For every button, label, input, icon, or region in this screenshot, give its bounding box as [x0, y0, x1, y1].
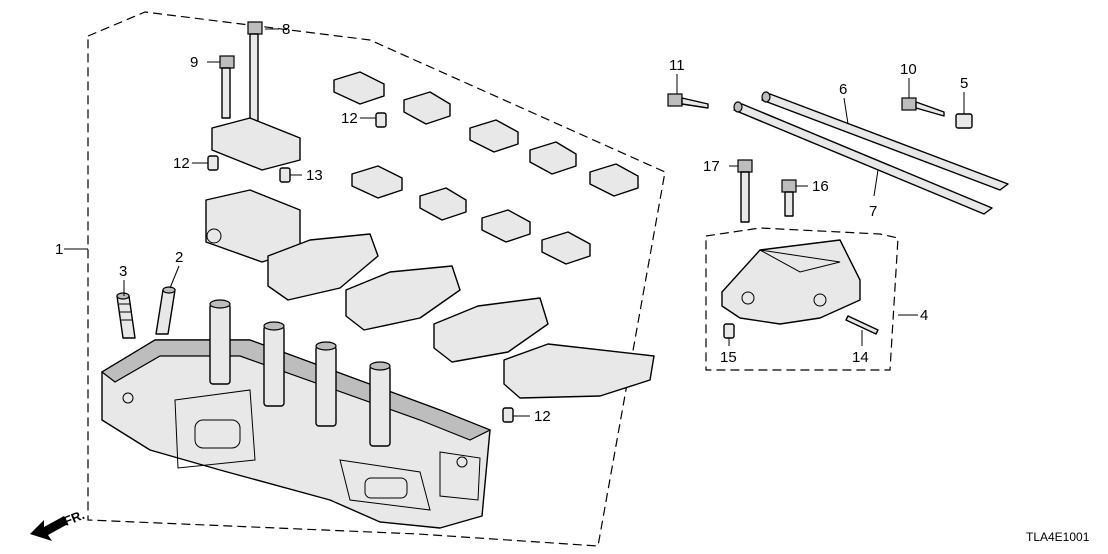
callouts: 8 9 1 3 2 12 12 13 12 11 10 5 6 7 17 16 … — [55, 21, 968, 425]
callout-2: 2 — [175, 249, 183, 266]
callout-14: 14 — [852, 349, 869, 366]
callout-4: 4 — [920, 307, 928, 324]
assembly-boundary-4 — [705, 227, 899, 371]
callout-13: 13 — [306, 167, 323, 184]
stud-3 — [116, 292, 136, 339]
fitting-5 — [955, 113, 973, 129]
bolt-10 — [901, 97, 945, 117]
rocker-shaft-7 — [733, 101, 993, 215]
bolt-8 — [247, 21, 263, 131]
rocker-arm-assemblies — [267, 233, 655, 399]
callout-9: 9 — [190, 54, 198, 71]
fr-label: FR. — [62, 507, 87, 529]
leader-lines — [64, 28, 965, 417]
pin-2 — [155, 286, 176, 335]
bolt-9 — [219, 55, 235, 119]
rocker-bracket-left — [205, 117, 301, 263]
cylinder-head — [100, 299, 492, 529]
callout-5: 5 — [960, 75, 968, 92]
callout-7: 7 — [869, 203, 877, 220]
bolt-16 — [781, 179, 797, 217]
camshaft-holders — [333, 71, 639, 265]
callout-11: 11 — [669, 57, 685, 74]
dowel-15 — [723, 323, 735, 339]
callout-12-lower: 12 — [534, 408, 551, 425]
callout-15: 15 — [720, 349, 737, 366]
bolt-17 — [737, 159, 753, 223]
rocker-holder-4 — [721, 239, 861, 325]
stud-14 — [845, 315, 879, 335]
callout-1: 1 — [55, 241, 63, 258]
callout-8: 8 — [282, 21, 290, 38]
front-direction-arrow: FR. — [30, 507, 87, 541]
bolt-11 — [667, 93, 709, 109]
callout-6: 6 — [839, 81, 847, 98]
dowel-12-lower — [502, 407, 514, 423]
callout-16: 16 — [812, 178, 829, 195]
callout-3: 3 — [119, 263, 127, 280]
diagram-code: TLA4E1001 — [1026, 530, 1090, 544]
callout-10: 10 — [900, 61, 917, 78]
callout-17: 17 — [703, 158, 720, 175]
dowel-13 — [279, 167, 291, 183]
rocker-shaft-6 — [761, 91, 1009, 191]
dowel-12-left — [207, 155, 219, 171]
callout-12-left: 12 — [173, 155, 190, 172]
dowel-12-upper — [375, 112, 387, 128]
callout-12-upper: 12 — [341, 110, 358, 127]
